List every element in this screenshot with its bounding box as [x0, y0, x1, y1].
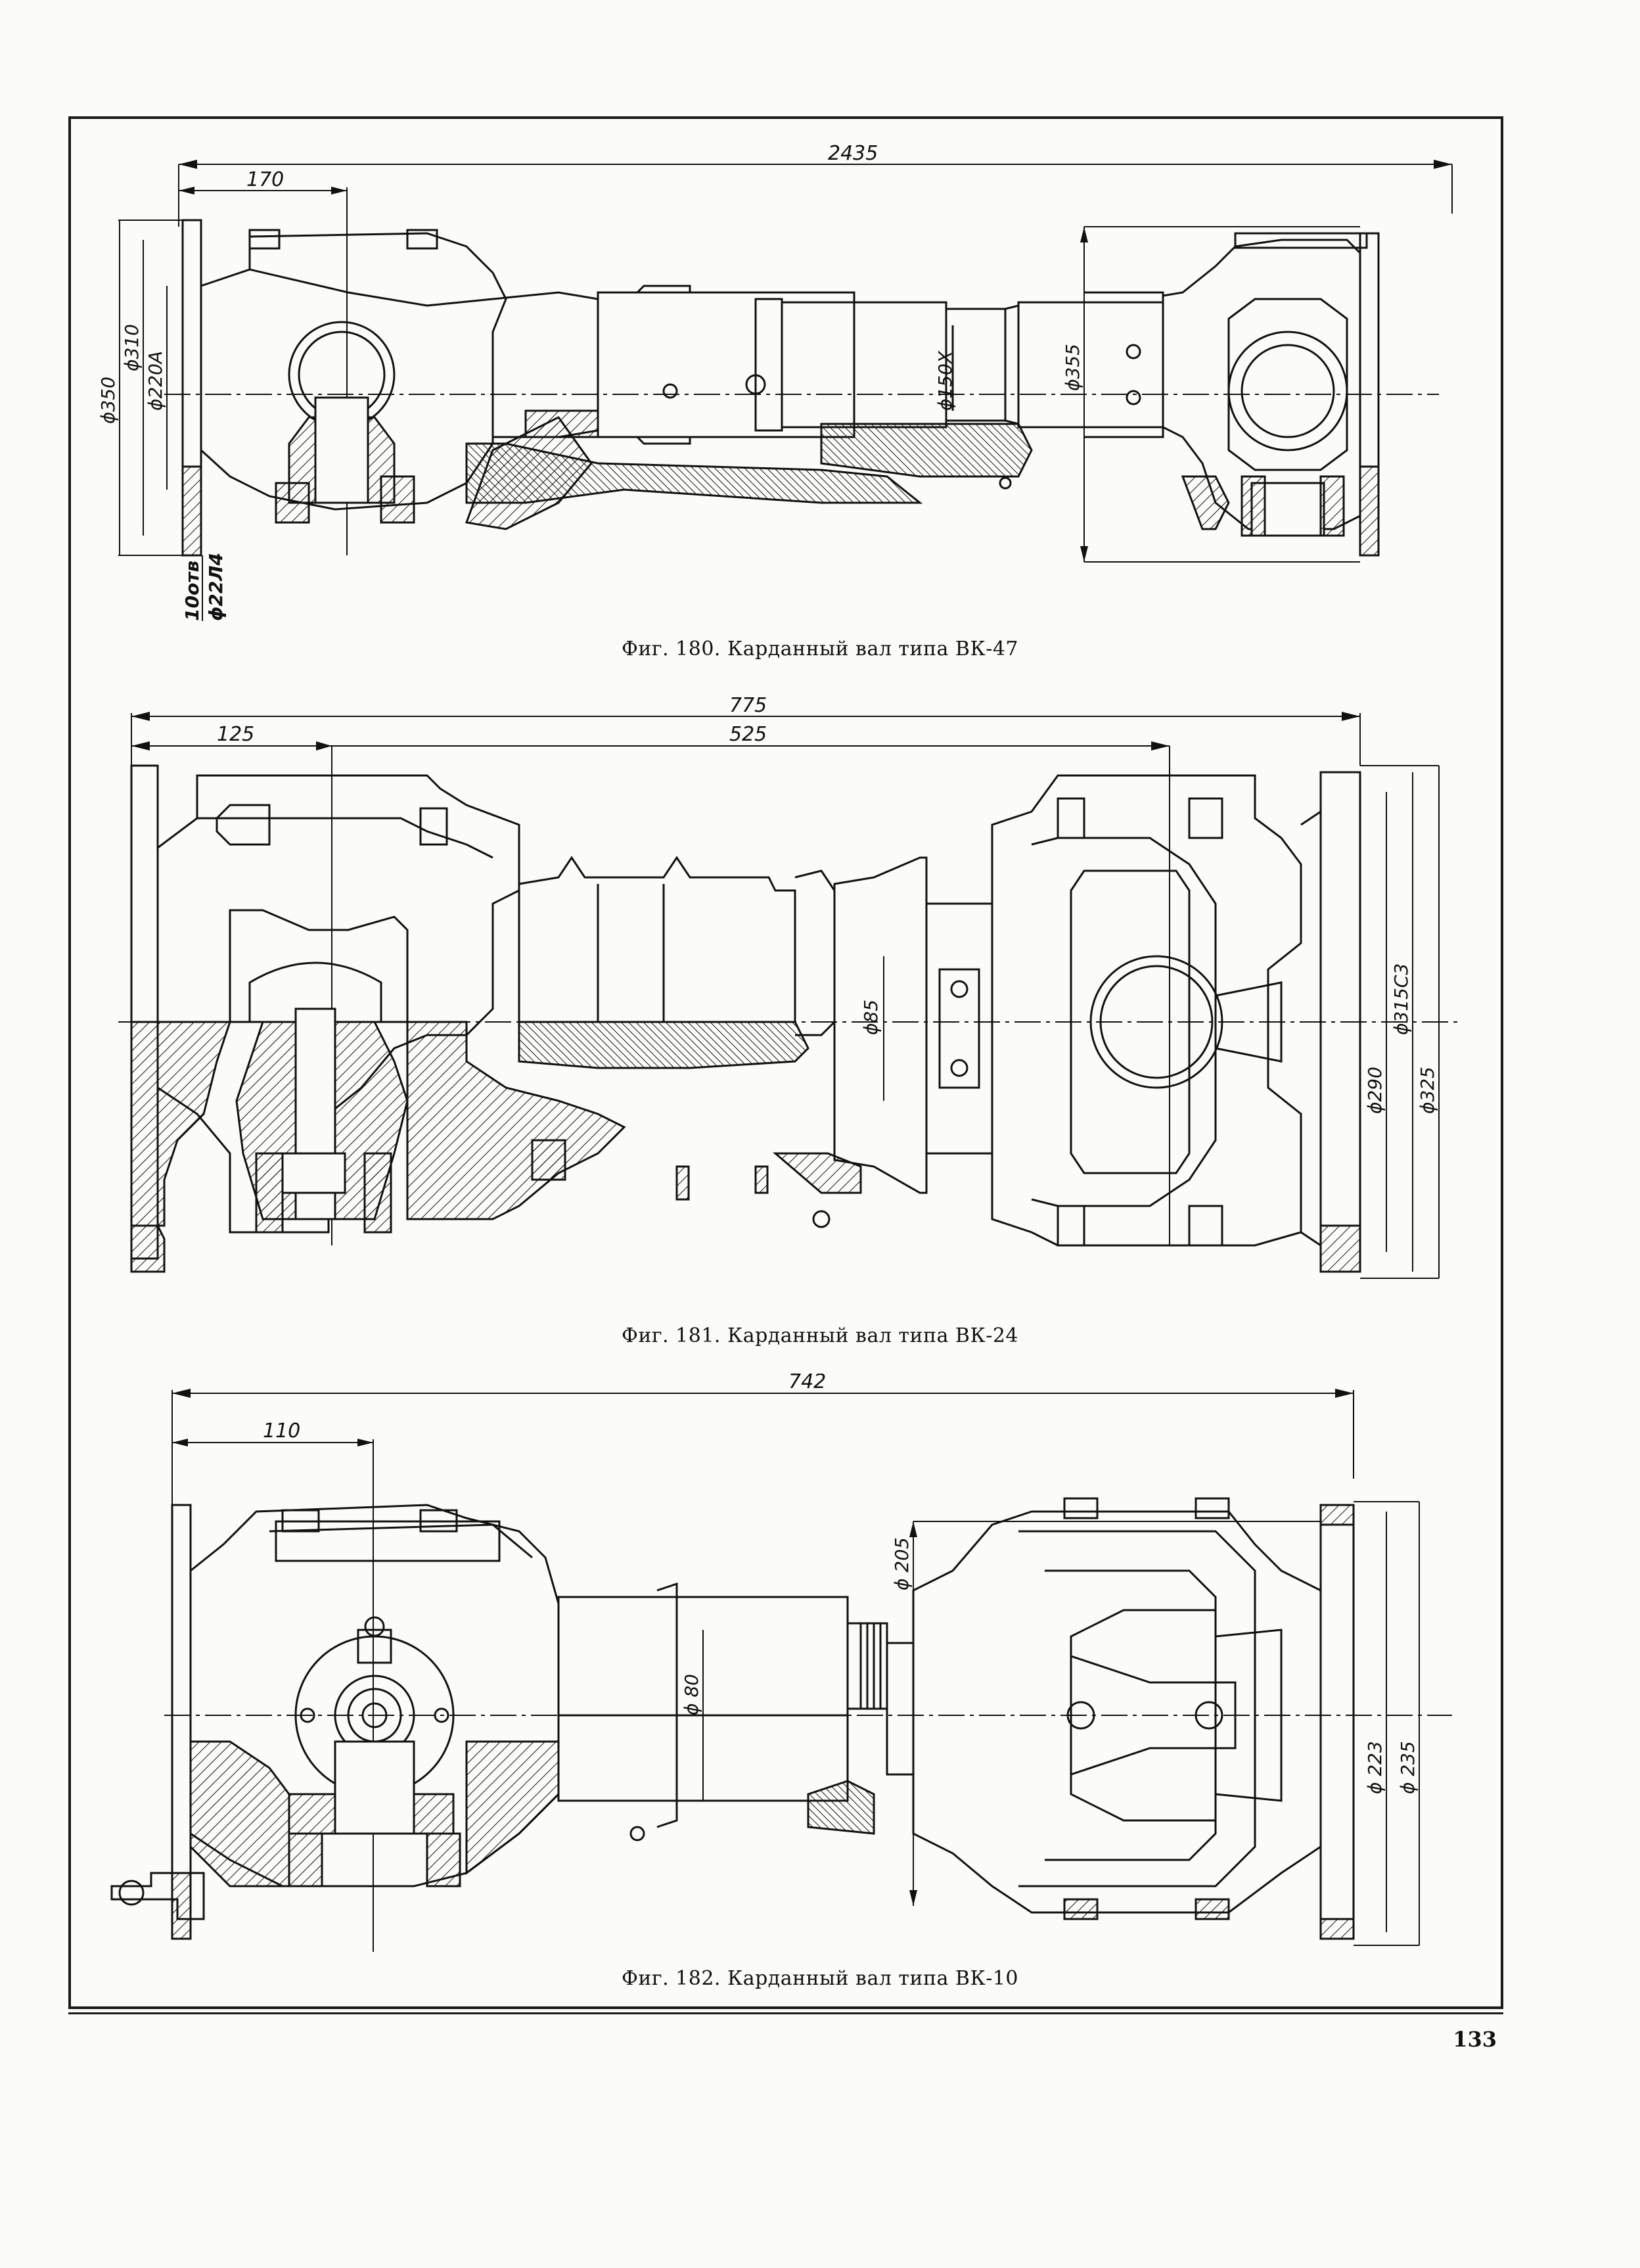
figure-180-caption: Фиг. 180. Карданный вал типа ВК-47	[621, 637, 1019, 660]
dim-d223: ϕ 223	[1364, 1741, 1386, 1794]
dim-holes: 10отв	[181, 561, 203, 621]
dim-offset-182: 110	[263, 1420, 300, 1443]
dim-d315: ϕ315С3	[1390, 963, 1412, 1035]
page-number: 133	[1453, 2027, 1497, 2052]
dim-d350: ϕ350	[99, 377, 119, 424]
figure-181-drawing: 775 125 525 ϕ85	[99, 693, 1472, 1298]
dim-d310: ϕ310	[121, 324, 143, 371]
dim-offset: 170	[246, 168, 284, 191]
dim-d220: ϕ220А	[145, 351, 166, 411]
dim-d80: ϕ 80	[681, 1674, 702, 1715]
dim-d290: ϕ290	[1364, 1067, 1386, 1114]
dim-overall-182: 742	[788, 1374, 826, 1393]
dim-d85: ϕ85	[860, 1000, 882, 1035]
figure-180-drawing: 2435 170 ϕ350 ϕ310 ϕ220А 10отв ϕ22Л4 ϕ15…	[99, 135, 1472, 634]
figure-181-caption: Фиг. 181. Карданный вал типа ВК-24	[621, 1324, 1019, 1347]
dim-holes-d: ϕ22Л4	[205, 553, 227, 621]
dim-d235: ϕ 235	[1397, 1741, 1419, 1794]
dim-d205: ϕ 205	[891, 1537, 913, 1590]
dim-overall-181: 775	[729, 694, 767, 717]
frame-rule	[68, 2012, 1503, 2014]
dim-d325: ϕ325	[1417, 1067, 1438, 1114]
figure-182-caption: Фиг. 182. Карданный вал типа ВК-10	[621, 1967, 1019, 1990]
dim-d150: ϕ150Х	[934, 350, 956, 411]
dim-overall: 2435	[828, 142, 878, 165]
dim-d355: ϕ355	[1062, 344, 1083, 391]
dim-offset-181: 125	[217, 723, 254, 746]
dim-span-181: 525	[729, 723, 767, 746]
figure-182-drawing: 742 110 ϕ 80	[99, 1374, 1472, 1972]
page-frame	[68, 116, 1503, 2009]
